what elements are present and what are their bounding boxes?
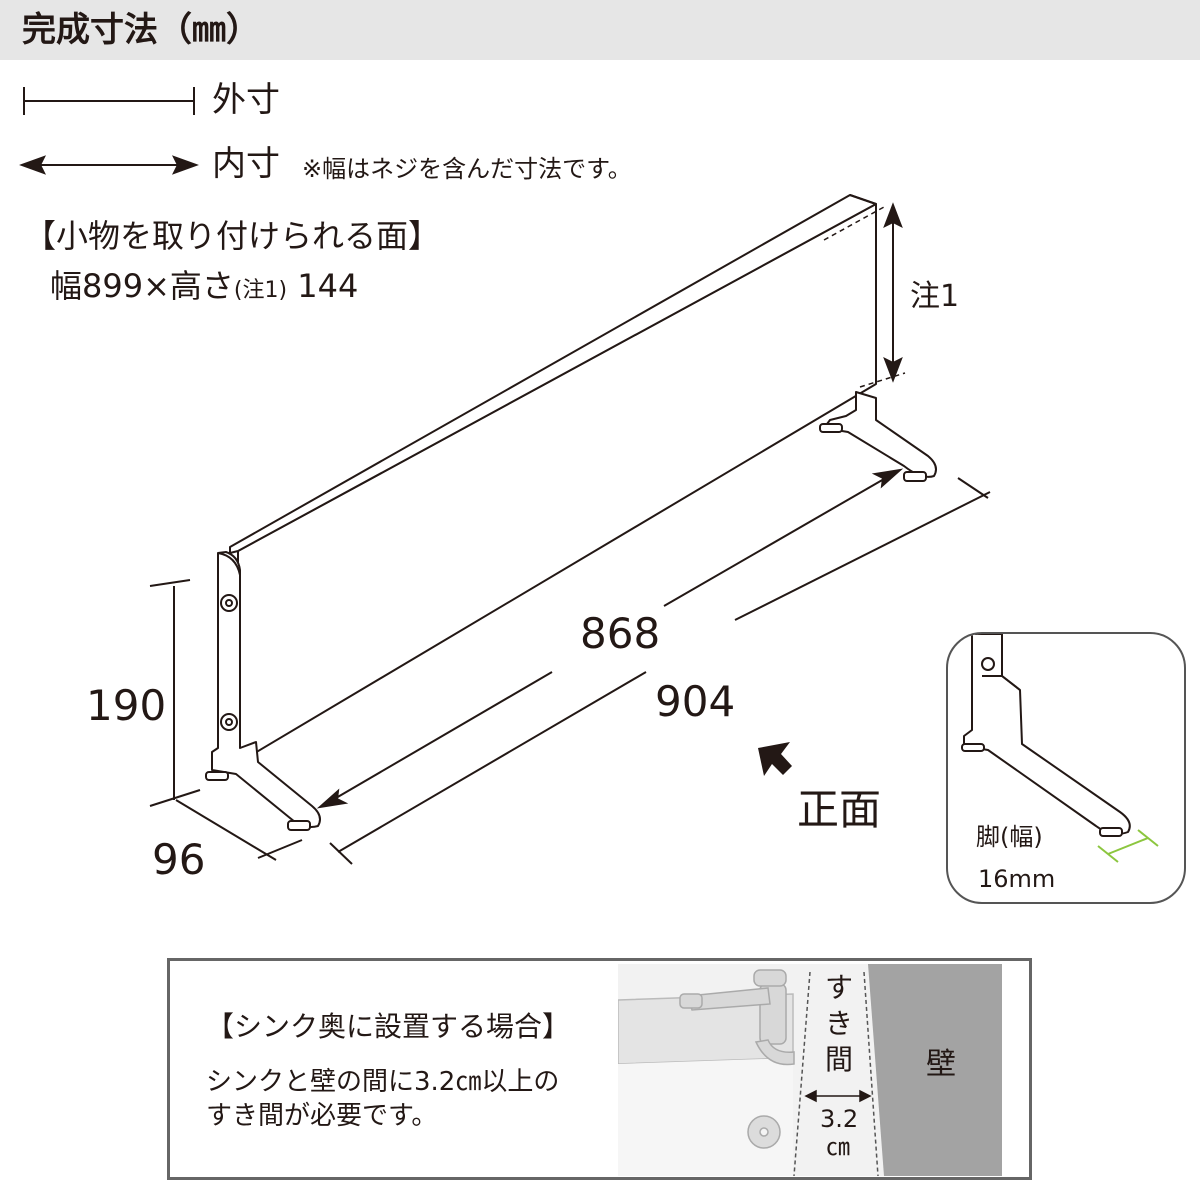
depth-value: 96 [152, 835, 206, 884]
gap-label-2: き [825, 1007, 854, 1040]
inner-dimension-note: ※幅はネジを含んだ寸法です。 [302, 155, 632, 183]
panel-board [229, 194, 877, 764]
right-leg [819, 391, 937, 482]
note1-label: 注1 [910, 279, 960, 314]
mount-surface-heading: 【小物を取り付けられる面】 [24, 217, 441, 255]
page-title: 完成寸法（㎜） [22, 10, 260, 50]
inner-width-arrow [316, 468, 904, 809]
note1-projection-lines [823, 206, 906, 388]
gap-label-1: す [825, 971, 854, 1004]
sink-text-line1: シンクと壁の間に3.2㎝以上の [206, 1067, 560, 1097]
leg-closeup-drawing [961, 634, 1159, 863]
mount-surface-size-prefix: 幅899×高さ [50, 267, 234, 305]
sink-heading: 【シンク奥に設置する場合】 [206, 1010, 571, 1043]
outer-dimension-legend-line [23, 87, 195, 115]
mount-surface-size-note: (注1) [233, 278, 288, 303]
left-leg [205, 551, 321, 831]
leg-width-inset: 脚(幅) 16mm [946, 632, 1186, 904]
front-label: 正面 [797, 785, 882, 834]
sink-gap-illustration [618, 964, 1002, 1176]
outer-width-line [329, 477, 991, 865]
note1-height-arrow [883, 202, 903, 383]
header-bar [0, 0, 1200, 60]
outer-dimension-label: 外寸 [212, 80, 280, 120]
sink-installation-note: 【シンク奥に設置する場合】 シンクと壁の間に3.2㎝以上の すき間が必要です。 [167, 958, 1032, 1180]
inner-dimension-label: 内寸 [212, 144, 280, 184]
depth-line [149, 789, 303, 861]
inner-dimension-legend-arrow [19, 155, 199, 175]
wall-label: 壁 [926, 1047, 956, 1082]
outer-width-value: 904 [655, 677, 736, 726]
leg-width-label: 脚(幅) [976, 823, 1043, 851]
sink-text-line2: すき間が必要です。 [206, 1101, 438, 1131]
height-line [149, 579, 191, 800]
leg-width-value: 16mm [978, 865, 1056, 893]
front-direction-arrow [758, 742, 792, 776]
inner-width-value: 868 [580, 609, 661, 658]
leg-width-indicator [1097, 829, 1159, 863]
mount-surface-size-value: 144 [297, 267, 359, 305]
gap-value-unit: ㎝ [826, 1133, 850, 1161]
height-value: 190 [86, 681, 167, 730]
mount-surface-size: 幅899×高さ(注1) 144 [50, 266, 358, 311]
gap-label-3: 間 [825, 1043, 854, 1076]
gap-value-number: 3.2 [820, 1105, 859, 1133]
product-drawing [19, 87, 991, 865]
